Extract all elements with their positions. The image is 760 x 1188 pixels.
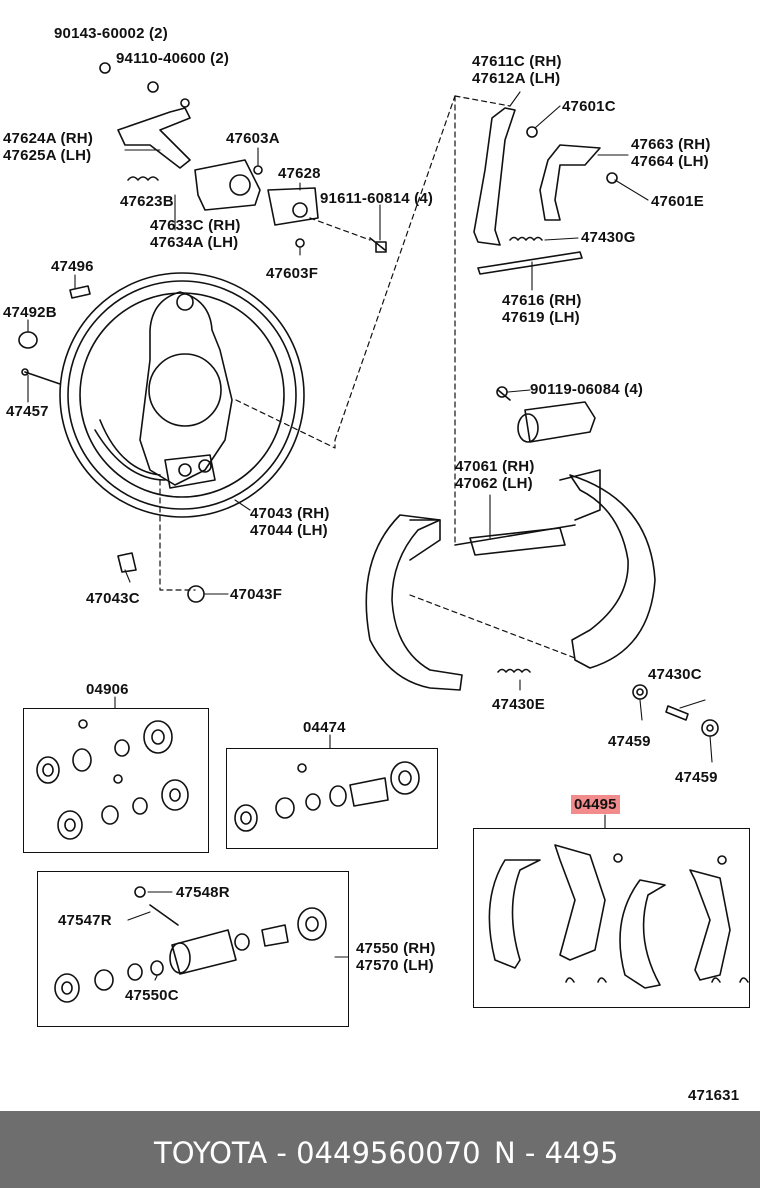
kit-box-47550 — [37, 871, 349, 1027]
diagram-code: 471631 — [688, 1087, 740, 1104]
label-47550: 47550 (RH)47570 (LH) — [356, 940, 436, 974]
label-47044-lh: 47044 (LH) — [250, 522, 328, 539]
label-47624: 47624A (RH)47625A (LH) — [3, 130, 93, 164]
label-90143: 90143-60002 (2) — [54, 25, 168, 42]
shoe-kit-04495 — [488, 844, 749, 989]
label-47061-rh: 47061 (RH) — [455, 458, 535, 475]
kit-box-04495 — [473, 828, 750, 1008]
label-47043: 47043 (RH)47044 (LH) — [250, 505, 330, 539]
label-47616-rh: 47616 (RH) — [502, 292, 582, 309]
label-47043-rh: 47043 (RH) — [250, 505, 330, 522]
label-47633-rh: 47633C (RH) — [150, 217, 241, 234]
label-90119: 90119-06084 (4) — [530, 381, 644, 398]
label-47062-lh: 47062 (LH) — [455, 475, 533, 492]
label-47616: 47616 (RH)47619 (LH) — [502, 292, 582, 326]
kit-47550-parts — [54, 886, 327, 1003]
kit-04906-parts — [36, 719, 189, 840]
label-94110: 94110-40600 (2) — [116, 50, 230, 67]
label-47612-lh: 47612A (LH) — [472, 70, 561, 87]
label-47623B: 47623B — [120, 193, 174, 210]
diagram-drawing — [18, 62, 749, 1003]
label-47663: 47663 (RH)47664 (LH) — [631, 136, 711, 170]
label-47550C: 47550C — [125, 987, 179, 1004]
lever-parts — [117, 98, 387, 253]
backing-plate — [59, 272, 305, 518]
brake-shoes — [365, 469, 656, 691]
parking-brake-lever — [473, 107, 618, 275]
kit-box-04474 — [226, 748, 438, 849]
footer-part-number: TOYOTA - 0449560070 — [154, 1136, 481, 1170]
label-47633: 47633C (RH)47634A (LH) — [150, 217, 241, 251]
footer-reference: N - 4495 — [494, 1136, 619, 1170]
label-47634-lh: 47634A (LH) — [150, 234, 239, 251]
label-47496: 47496 — [51, 258, 94, 275]
label-47061: 47061 (RH)47062 (LH) — [455, 458, 535, 492]
kit-04474-parts — [234, 761, 420, 832]
label-47459-a: 47459 — [608, 733, 651, 750]
label-47625-lh: 47625A (LH) — [3, 147, 92, 164]
label-47603F: 47603F — [266, 265, 319, 282]
label-47430E: 47430E — [492, 696, 545, 713]
wheel-cylinder — [496, 386, 596, 443]
label-47548R: 47548R — [176, 884, 230, 901]
footer-bar: TOYOTA - 0449560070 N - 4495 — [0, 1111, 760, 1188]
label-04474: 04474 — [303, 719, 346, 736]
label-47601C: 47601C — [562, 98, 616, 115]
label-47043F: 47043F — [230, 586, 283, 603]
label-91611: 91611-60814 (4) — [320, 190, 434, 207]
label-47550-rh: 47550 (RH) — [356, 940, 436, 957]
label-47611-rh: 47611C (RH) — [472, 53, 562, 70]
label-47664-lh: 47664 (LH) — [631, 153, 709, 170]
label-47043C: 47043C — [86, 590, 140, 607]
label-47628: 47628 — [278, 165, 321, 182]
kit-box-04906 — [23, 708, 209, 853]
label-04495-highlighted: 04495 — [571, 795, 620, 814]
label-47459-b: 47459 — [675, 769, 718, 786]
label-47430G: 47430G — [581, 229, 636, 246]
label-47457: 47457 — [6, 403, 49, 420]
parts-diagram: 90143-60002 (2) 94110-40600 (2) 47624A (… — [3, 25, 750, 1104]
label-47611: 47611C (RH)47612A (LH) — [472, 53, 562, 87]
label-47663-rh: 47663 (RH) — [631, 136, 711, 153]
label-47430C: 47430C — [648, 666, 702, 683]
label-47603A: 47603A — [226, 130, 280, 147]
label-47619-lh: 47619 (LH) — [502, 309, 580, 326]
label-47547R: 47547R — [58, 912, 112, 929]
label-47624-rh: 47624A (RH) — [3, 130, 94, 147]
label-47601E: 47601E — [651, 193, 704, 210]
label-47492B: 47492B — [3, 304, 57, 321]
label-04906: 04906 — [86, 681, 129, 698]
label-47570-lh: 47570 (LH) — [356, 957, 434, 974]
